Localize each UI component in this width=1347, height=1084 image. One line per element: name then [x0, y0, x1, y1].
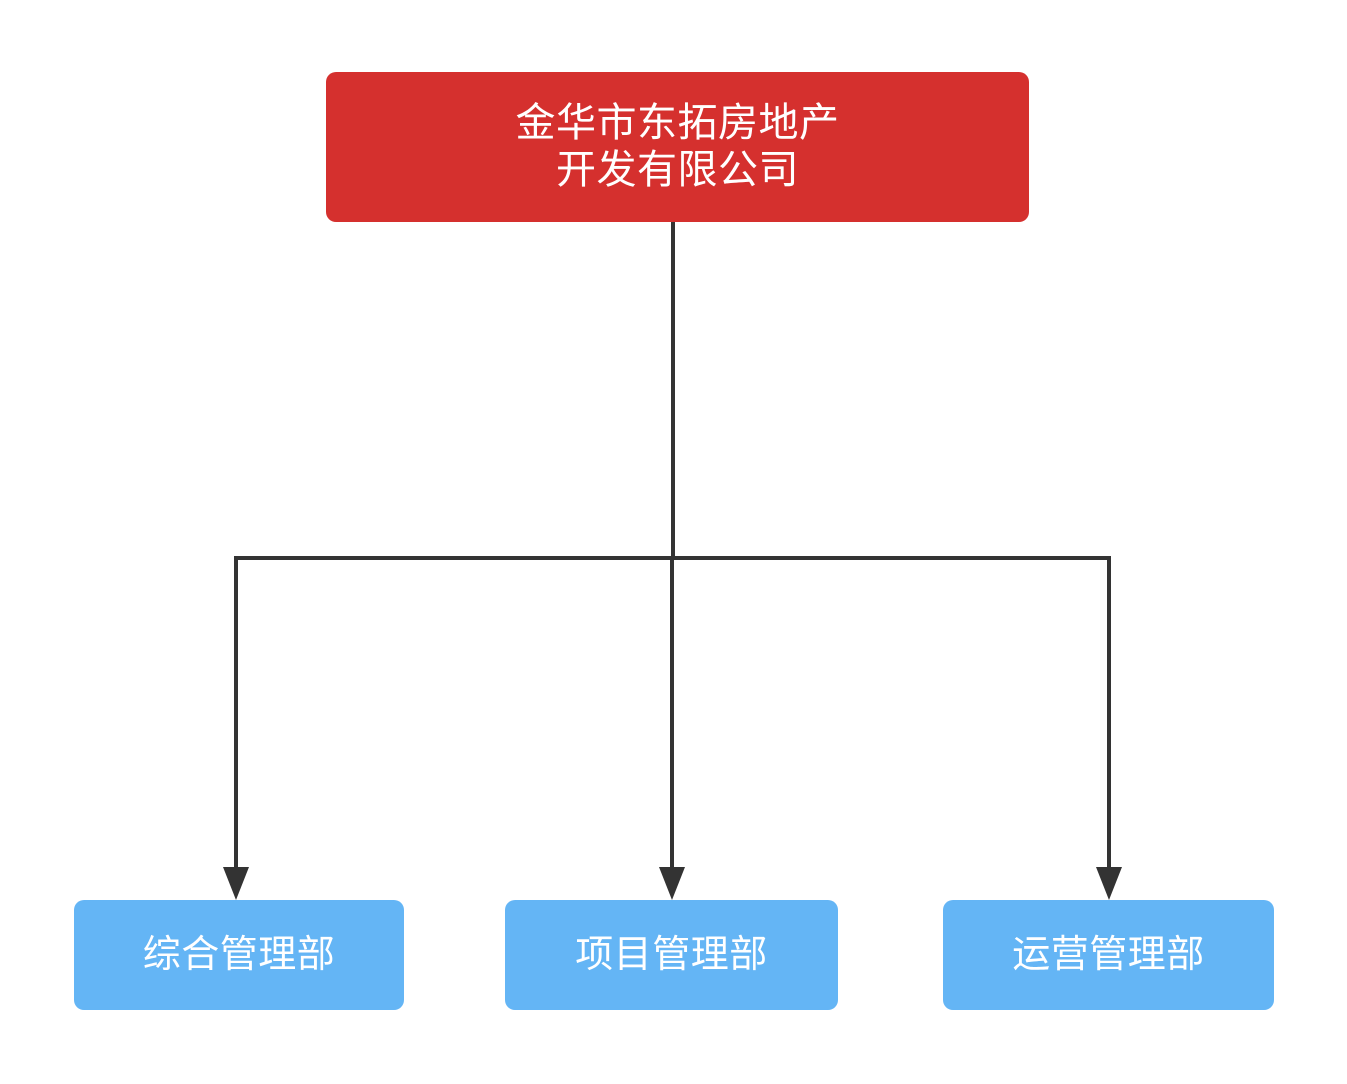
node-root-company[interactable]: 金华市东拓房地产 开发有限公司	[326, 72, 1029, 222]
arrowhead-child-3	[1096, 867, 1122, 900]
node-dept-general-management[interactable]: 综合管理部	[74, 900, 404, 1010]
node-dept-operations-management-label: 运营管理部	[1012, 933, 1205, 976]
node-dept-project-management[interactable]: 项目管理部	[505, 900, 838, 1010]
node-root-label: 金华市东拓房地产 开发有限公司	[515, 100, 840, 192]
arrowhead-child-2	[659, 867, 685, 900]
arrowhead-child-1	[223, 867, 249, 900]
node-dept-project-management-label: 项目管理部	[575, 933, 768, 976]
node-dept-operations-management[interactable]: 运营管理部	[943, 900, 1274, 1010]
node-dept-general-management-label: 综合管理部	[142, 933, 336, 976]
